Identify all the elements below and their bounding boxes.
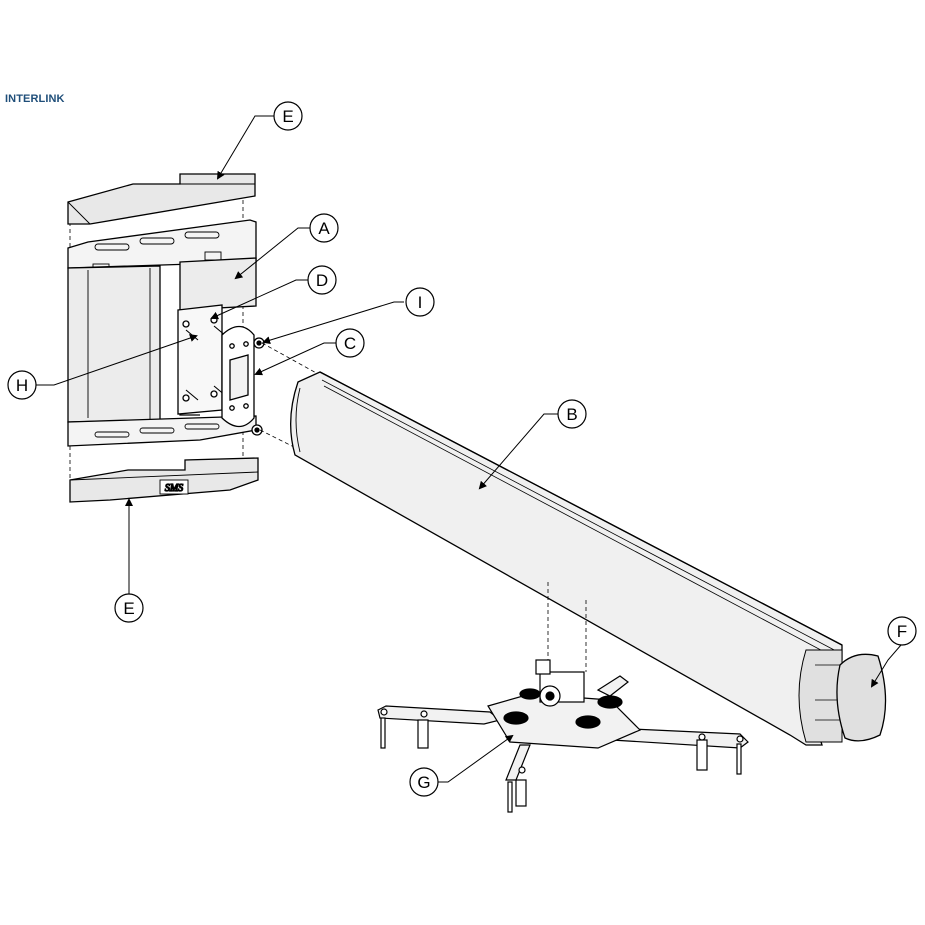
callout-B: B	[557, 399, 587, 429]
sms-logo-text: SMS	[165, 483, 183, 494]
callout-label: E	[282, 107, 293, 126]
callout-label: D	[316, 271, 328, 290]
callout-F: F	[887, 616, 917, 646]
callout-I: I	[405, 287, 435, 317]
callout-label: G	[417, 773, 430, 792]
callout-G: G	[409, 767, 439, 797]
wall-plate-assembly: SMS	[67, 173, 321, 503]
callout-circles: E A D I C H B	[7, 101, 917, 797]
top-end-cap	[67, 173, 256, 225]
sms-logo-badge	[159, 479, 189, 495]
alignment-lines-bracket	[547, 582, 587, 672]
brand-logo-text: INTERLINK	[5, 93, 65, 105]
callout-label: A	[318, 219, 330, 238]
callout-label: F	[897, 622, 907, 641]
callout-H: H	[7, 370, 37, 400]
callout-label: H	[16, 376, 28, 395]
callout-label: I	[418, 293, 423, 312]
callout-C: C	[335, 328, 365, 358]
callout-label: C	[344, 334, 356, 353]
wall-plate-body-left	[67, 265, 161, 423]
wall-plate-body-right	[179, 257, 257, 311]
projector-bracket	[377, 659, 749, 813]
callout-E-top: E	[273, 101, 303, 131]
extension-tube	[290, 371, 843, 746]
callout-D: D	[307, 265, 337, 295]
callout-label: E	[123, 599, 134, 618]
callout-E-bottom: E	[114, 593, 144, 623]
callout-leaders	[36, 115, 902, 783]
callout-label: B	[566, 405, 577, 424]
tube-end-cap	[836, 653, 887, 742]
callout-A: A	[309, 213, 339, 243]
